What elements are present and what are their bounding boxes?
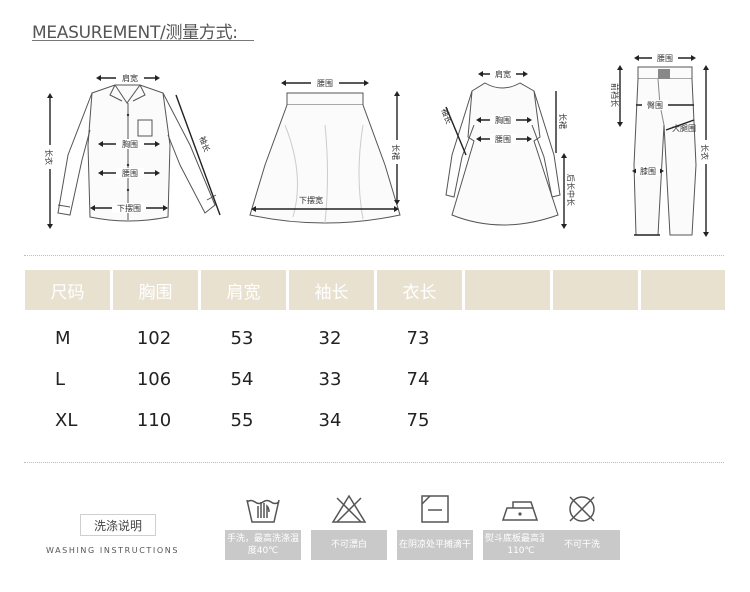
dress-back-length-label: 后长中长 bbox=[566, 174, 576, 206]
no-dry-clean-icon bbox=[544, 490, 620, 528]
care-text-hand-wash: 手洗，最高洗涤温度40℃ bbox=[225, 530, 301, 560]
dress-length-label: 长裙 bbox=[558, 113, 568, 129]
pants-length-label: 长衣 bbox=[700, 144, 710, 160]
pants-front-rise-label: 前裆长 bbox=[610, 83, 620, 107]
header-chest: 胸围 bbox=[113, 270, 198, 310]
skirt-waist-label: 腰围 bbox=[317, 79, 333, 88]
title-underline bbox=[32, 40, 254, 41]
shirt-chest-label: 胸围 bbox=[122, 139, 138, 149]
cell-size: XL bbox=[55, 410, 78, 431]
header-empty-2 bbox=[553, 270, 638, 310]
header-empty-1 bbox=[465, 270, 550, 310]
shirt-waist-label: 腰围 bbox=[122, 169, 138, 178]
measurement-diagrams: 肩宽 胸围 腰围 下摆围 长衣 袖长 bbox=[0, 45, 750, 255]
dress-diagram: 肩宽 胸围 腰围 袖长 长裙 后长中长 bbox=[430, 45, 590, 245]
shirt-length-label: 长衣 bbox=[44, 149, 54, 165]
care-item-dry-flat: 在阴凉处平摊滴干 bbox=[397, 490, 473, 560]
header-size: 尺码 bbox=[25, 270, 110, 310]
pants-waist-label: 腰围 bbox=[657, 54, 673, 63]
cell-chest: 102 bbox=[136, 328, 172, 349]
cell-length: 75 bbox=[406, 410, 430, 431]
cell-sleeve: 33 bbox=[318, 369, 342, 390]
table-row: M 102 53 32 73 bbox=[25, 318, 725, 359]
cell-shoulder: 54 bbox=[230, 369, 254, 390]
page-title: MEASUREMENT/测量方式: bbox=[32, 23, 238, 43]
header-length: 衣长 bbox=[377, 270, 462, 310]
header-empty-3 bbox=[641, 270, 725, 310]
dress-chest-label: 胸围 bbox=[495, 115, 511, 125]
washing-subtitle: WASHING INSTRUCTIONS bbox=[46, 546, 180, 555]
wash-tub-icon bbox=[225, 490, 301, 528]
dress-waist-label: 腰围 bbox=[495, 135, 511, 144]
pants-knee-label: 膝围 bbox=[640, 166, 656, 176]
cell-chest: 106 bbox=[136, 369, 172, 390]
care-item-no-dry-clean: 不可干洗 bbox=[544, 490, 620, 560]
header-shoulder: 肩宽 bbox=[201, 270, 286, 310]
dry-flat-shade-icon bbox=[397, 490, 473, 528]
cell-chest: 110 bbox=[136, 410, 172, 431]
cell-shoulder: 55 bbox=[230, 410, 254, 431]
cell-size: M bbox=[55, 328, 71, 349]
header-sleeve: 袖长 bbox=[289, 270, 374, 310]
no-bleach-icon bbox=[311, 490, 387, 528]
dress-sleeve-label: 袖长 bbox=[439, 107, 454, 125]
shirt-hem-label: 下摆围 bbox=[117, 203, 141, 213]
care-text-no-dry-clean: 不可干洗 bbox=[544, 530, 620, 560]
iron-icon bbox=[483, 490, 559, 528]
washing-title: 洗涤说明 bbox=[80, 514, 156, 536]
skirt-diagram: 腰围 下摆宽 长裙 bbox=[245, 45, 415, 245]
size-table: 尺码 胸围 肩宽 袖长 衣长 M 102 53 32 73 L 106 54 3… bbox=[25, 270, 725, 441]
pants-thigh-label: 大腿围 bbox=[672, 123, 696, 133]
cell-sleeve: 32 bbox=[318, 328, 342, 349]
care-text-dry-flat: 在阴凉处平摊滴干 bbox=[397, 530, 473, 560]
cell-sleeve: 34 bbox=[318, 410, 342, 431]
pants-hip-label: 臀围 bbox=[647, 101, 663, 110]
skirt-length-label: 长裙 bbox=[391, 144, 401, 160]
shirt-sleeve-label: 袖长 bbox=[197, 135, 212, 153]
care-item-hand-wash: 手洗，最高洗涤温度40℃ bbox=[225, 490, 301, 560]
divider-bottom bbox=[24, 462, 724, 463]
divider-top bbox=[24, 255, 724, 256]
table-row: L 106 54 33 74 bbox=[25, 359, 725, 400]
cell-shoulder: 53 bbox=[230, 328, 254, 349]
shirt-shoulder-label: 肩宽 bbox=[122, 73, 138, 83]
cell-length: 74 bbox=[406, 369, 430, 390]
size-table-header: 尺码 胸围 肩宽 袖长 衣长 bbox=[25, 270, 725, 310]
pants-diagram: 腰围 前裆长 臀围 大腿围 膝围 长衣 bbox=[600, 45, 740, 245]
care-text-no-bleach: 不可漂白 bbox=[311, 530, 387, 560]
shirt-diagram: 肩宽 胸围 腰围 下摆围 长衣 袖长 bbox=[30, 45, 230, 245]
skirt-hem-label: 下摆宽 bbox=[299, 195, 323, 205]
care-item-no-bleach: 不可漂白 bbox=[311, 490, 387, 560]
dress-shoulder-label: 肩宽 bbox=[495, 69, 511, 79]
table-row: XL 110 55 34 75 bbox=[25, 400, 725, 441]
cell-size: L bbox=[55, 369, 66, 390]
cell-length: 73 bbox=[406, 328, 430, 349]
